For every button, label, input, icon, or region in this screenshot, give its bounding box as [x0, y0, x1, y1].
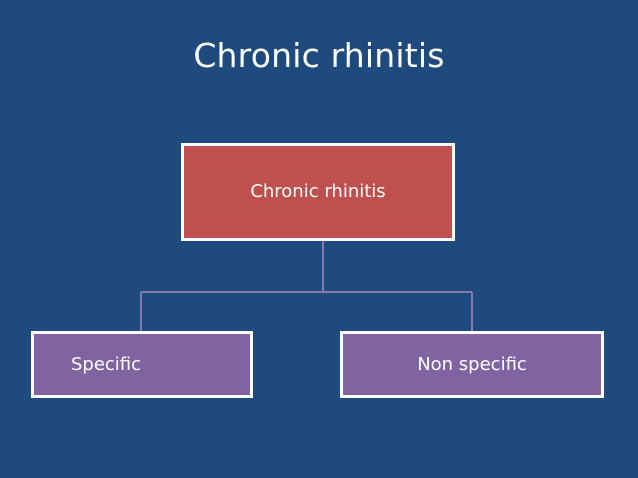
page-title: Chronic rhinitis	[193, 36, 445, 75]
diagram-node-non-specific[interactable]: Non specific	[340, 331, 604, 398]
diagram-node-non-specific-label: Non specific	[417, 353, 527, 375]
diagram-node-root[interactable]: Chronic rhinitis	[181, 143, 455, 241]
diagram-node-specific-label: Specific	[70, 353, 142, 375]
diagram-node-specific[interactable]: Specific	[31, 331, 253, 398]
diagram-node-root-label: Chronic rhinitis	[250, 181, 386, 202]
